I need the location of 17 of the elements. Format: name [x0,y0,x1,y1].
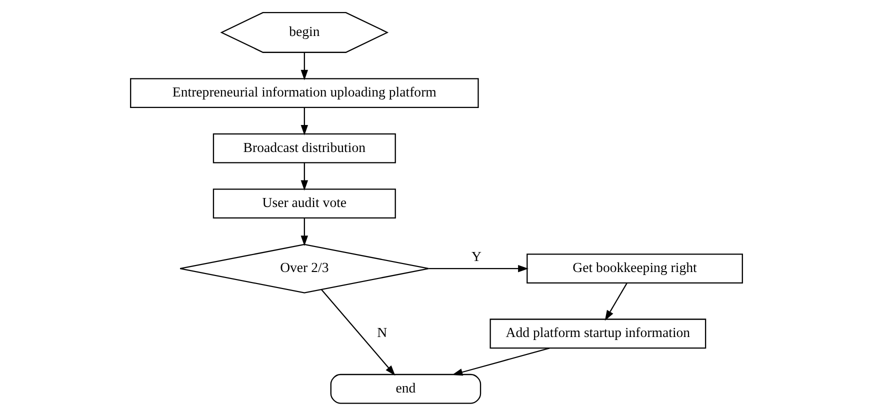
arrow [300,52,308,80]
arrow [300,162,308,191]
arrow [604,282,627,321]
arrow [320,289,395,376]
arrow [300,108,308,136]
edge-label: N [376,325,387,340]
arrow [300,218,308,246]
edge-label: Y [470,249,480,264]
node-box: Broadcast distribution [212,133,396,164]
arrow [428,264,528,272]
arrow [452,348,550,376]
node-box: Add platform startup information [489,318,706,349]
node-box: User audit vote [212,188,396,219]
node-box: Get bookkeeping right [526,254,742,284]
node-diamond: Over 2/3 [179,244,429,294]
node-box: end [330,374,481,404]
node-box: Entrepreneurial information uploading platform [130,78,478,108]
